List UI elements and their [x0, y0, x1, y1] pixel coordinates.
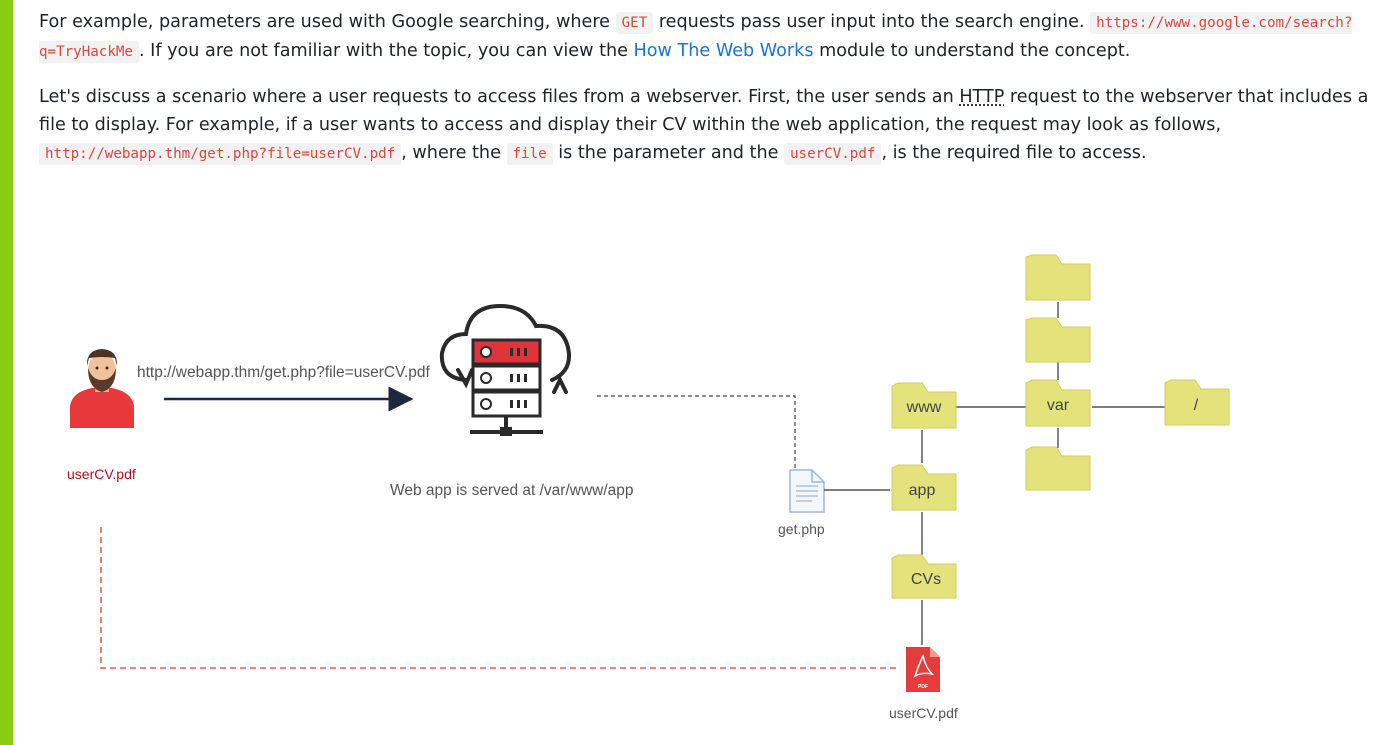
pdf-file-label: userCV.pdf: [889, 705, 958, 721]
text: is the parameter and the: [552, 143, 785, 163]
folder-var-label: var: [1047, 397, 1070, 414]
folder-tree-lines: [824, 302, 1165, 645]
paragraph-google-example: For example, parameters are used with Go…: [39, 8, 1369, 66]
request-url-label: http://webapp.thm/get.php?file=userCV.pd…: [137, 364, 431, 381]
paragraph-scenario: Let's discuss a scenario where a user re…: [39, 83, 1369, 168]
how-the-web-works-link[interactable]: How The Web Works: [633, 41, 814, 61]
folder-app: app: [891, 464, 957, 511]
folder-cvs: CVs: [891, 554, 957, 599]
folder-cvs-label: CVs: [911, 571, 941, 588]
pdf-badge: PDF: [918, 684, 928, 690]
folder-icon: [1025, 254, 1091, 301]
server-rack-icon: [470, 338, 543, 436]
folder-icon: [1025, 446, 1091, 491]
server-to-getphp-connector: [597, 395, 796, 470]
folder-root: /: [1164, 379, 1230, 426]
room-content: For example, parameters are used with Go…: [39, 8, 1369, 185]
getphp-label: get.php: [778, 521, 825, 537]
text: request to the webserver that includes a…: [39, 87, 1369, 135]
folder-app-label: app: [909, 482, 936, 499]
served-at-label: Web app is served at /var/www/app: [390, 482, 634, 499]
inline-code-usercv: userCV.pdf: [784, 143, 882, 165]
user-file-label: userCV.pdf: [67, 466, 136, 482]
inline-code-request-url: http://webapp.thm/get.php?file=userCV.pd…: [39, 143, 402, 165]
left-accent-bar: [0, 0, 13, 745]
text: module to understand the concept.: [813, 41, 1131, 61]
folder-www-label: www: [906, 399, 942, 416]
document-icon: [789, 469, 825, 513]
folder-var: var: [1025, 379, 1091, 427]
text: Let's discuss a scenario where a user re…: [39, 87, 960, 107]
text: , where the: [401, 143, 507, 163]
inline-code-get: GET: [615, 12, 654, 34]
cloud-server-icon: [439, 303, 572, 394]
text: requests pass user input into the search…: [653, 12, 1091, 32]
http-abbreviation: HTTP: [959, 87, 1005, 107]
pdf-file-icon: PDF: [906, 647, 940, 692]
response-dashed-path: [100, 527, 900, 669]
text: , is the required file to access.: [881, 143, 1147, 163]
user-avatar-icon: [70, 349, 134, 428]
inline-code-file: file: [506, 143, 553, 165]
text: . If you are not familiar with the topic…: [138, 41, 634, 61]
text: For example, parameters are used with Go…: [39, 12, 616, 32]
folder-icon: [1025, 317, 1091, 363]
folder-root-label: /: [1194, 397, 1199, 414]
folder-www: www: [891, 382, 957, 429]
